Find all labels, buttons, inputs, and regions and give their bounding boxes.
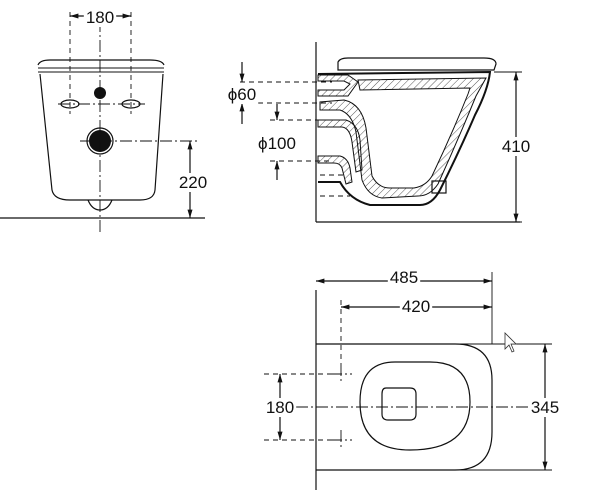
side-view: ϕ60 ϕ100 410 bbox=[225, 42, 533, 223]
dim-label-bg bbox=[399, 297, 433, 316]
dim-label-bg bbox=[176, 173, 210, 192]
dim-label-bg bbox=[263, 398, 297, 417]
front-seat-edge bbox=[38, 67, 164, 73]
dim-label-bg bbox=[499, 137, 533, 156]
side-rear-foot bbox=[431, 180, 447, 194]
side-seat bbox=[337, 57, 497, 71]
dim-label-bg bbox=[256, 134, 298, 153]
dim-outlet-height: 220 bbox=[179, 173, 207, 192]
dim-length: 485 bbox=[390, 268, 418, 287]
front-bolt-holes bbox=[60, 87, 141, 109]
dim-fixing-length: 420 bbox=[402, 297, 430, 316]
plan-bowl-outer bbox=[316, 343, 493, 471]
dim-label-bg bbox=[528, 398, 562, 417]
dim-width: 345 bbox=[531, 398, 559, 417]
dim-inlet-diameter: ϕ60 bbox=[228, 85, 256, 104]
plan-bolts bbox=[330, 364, 352, 450]
dim-label-bg bbox=[83, 8, 117, 27]
dim-height: 410 bbox=[502, 137, 530, 156]
plan-seat-inner bbox=[359, 361, 471, 451]
front-seat-lid bbox=[37, 59, 165, 66]
plan-lid-recess bbox=[381, 387, 417, 421]
front-bowl-body bbox=[39, 73, 164, 201]
dim-front-bolt-spacing: 180 bbox=[86, 8, 114, 27]
dim-outlet-diameter: ϕ100 bbox=[258, 134, 296, 153]
dim-plan-bolt-spacing: 180 bbox=[266, 398, 294, 417]
plan-view: 180 485 420 345 bbox=[263, 268, 562, 490]
side-bowl-outer bbox=[317, 70, 492, 206]
side-inlet-pipe bbox=[317, 74, 359, 97]
dim-label-bg bbox=[225, 85, 259, 104]
front-view: 180 220 bbox=[0, 8, 210, 232]
side-outlet-pipe bbox=[317, 119, 363, 185]
dim-label-bg bbox=[387, 268, 421, 287]
mouse-pointer-icon bbox=[504, 332, 517, 353]
